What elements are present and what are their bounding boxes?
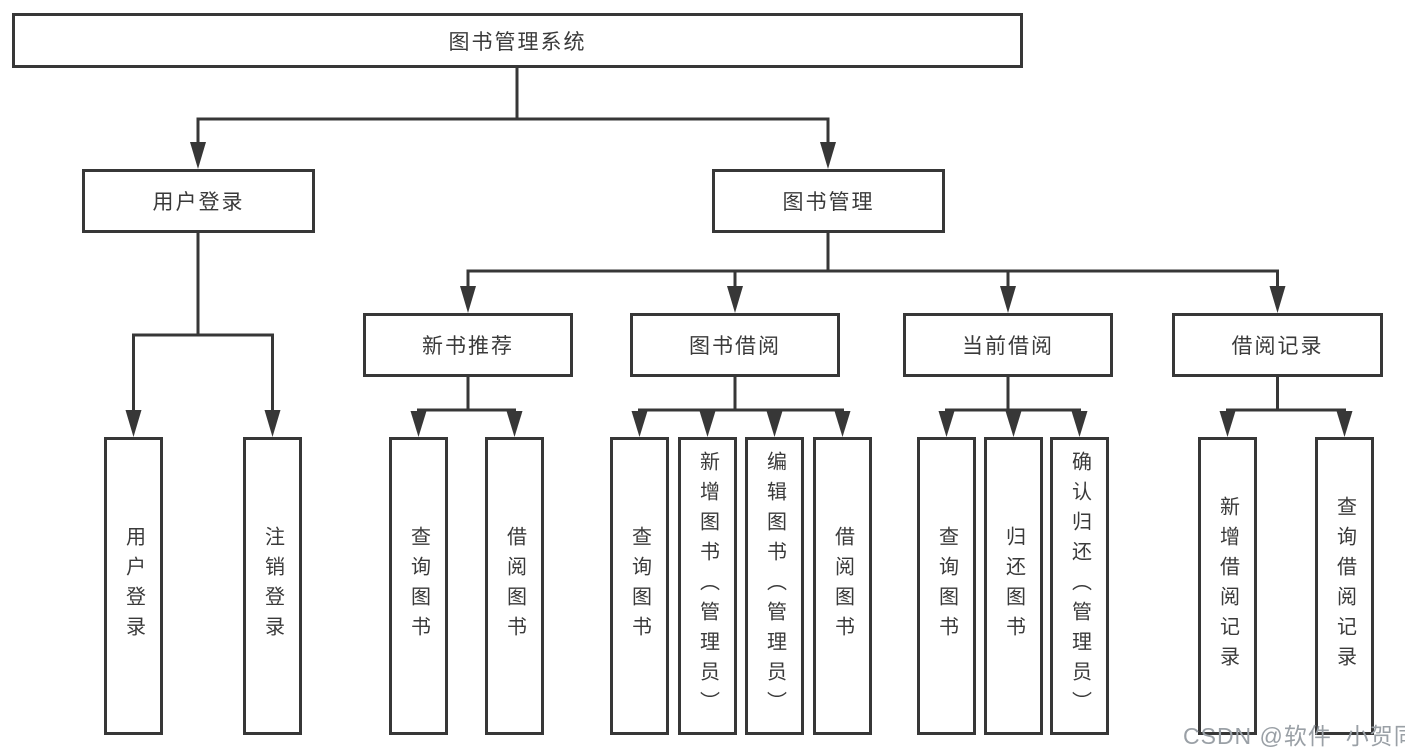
leaf-query-book-3: 查询图书 <box>917 437 976 735</box>
node-book-borrow-label: 图书借阅 <box>689 335 781 358</box>
node-root: 图书管理系统 <box>12 13 1023 68</box>
leaf-user-login-label: 用户登录 <box>122 526 145 646</box>
watermark: CSDN @软件_小贺同学 <box>1183 723 1405 747</box>
node-user-login-label: 用户登录 <box>152 191 245 214</box>
arrowhead <box>1336 411 1353 437</box>
arrowhead <box>766 411 783 437</box>
leaf-query-book-1-label: 查询图书 <box>407 526 430 646</box>
arrowhead <box>938 411 955 437</box>
arrowhead <box>820 142 836 169</box>
node-book-management-label: 图书管理 <box>782 191 875 214</box>
leaf-add-borrow-record: 新增借阅记录 <box>1198 437 1257 735</box>
node-borrow-record: 借阅记录 <box>1172 313 1383 377</box>
arrowhead <box>727 286 743 313</box>
leaf-query-book-2-label: 查询图书 <box>628 526 651 646</box>
node-new-book-recommend-label: 新书推荐 <box>422 335 514 358</box>
leaf-return-book: 归还图书 <box>984 437 1043 735</box>
leaf-borrow-book-1: 借阅图书 <box>485 437 544 735</box>
leaf-borrow-book-1-label: 借阅图书 <box>503 526 526 646</box>
leaf-query-borrow-record-label: 查询借阅记录 <box>1333 496 1356 676</box>
arrowhead <box>631 411 648 437</box>
leaf-query-book-3-label: 查询图书 <box>935 526 958 646</box>
arrowhead <box>460 286 476 313</box>
arrowhead <box>506 411 523 437</box>
node-current-borrow-label: 当前借阅 <box>962 335 1054 358</box>
leaf-logout-label: 注销登录 <box>261 526 284 646</box>
leaf-add-book-admin: 新增图书（管理员） <box>678 437 737 735</box>
arrowhead <box>1269 286 1286 313</box>
leaf-confirm-return-admin-label: 确认归还（管理员） <box>1068 451 1091 721</box>
node-borrow-record-label: 借阅记录 <box>1231 335 1324 358</box>
leaf-confirm-return-admin: 确认归还（管理员） <box>1050 437 1109 735</box>
leaf-query-book-1: 查询图书 <box>389 437 448 735</box>
leaf-add-book-admin-label: 新增图书（管理员） <box>696 451 719 721</box>
node-book-management: 图书管理 <box>712 169 945 233</box>
leaf-return-book-label: 归还图书 <box>1002 526 1025 646</box>
arrowhead <box>1000 286 1016 313</box>
arrowhead <box>190 142 206 169</box>
leaf-query-book-2: 查询图书 <box>610 437 669 735</box>
leaf-query-borrow-record: 查询借阅记录 <box>1315 437 1374 735</box>
leaf-logout: 注销登录 <box>243 437 302 735</box>
arrowhead <box>1005 411 1022 437</box>
node-current-borrow: 当前借阅 <box>903 313 1113 377</box>
node-new-book-recommend: 新书推荐 <box>363 313 573 377</box>
arrowhead <box>834 411 851 437</box>
leaf-borrow-book-2: 借阅图书 <box>813 437 872 735</box>
arrowhead <box>264 410 281 437</box>
arrowhead <box>125 410 142 437</box>
leaf-add-borrow-record-label: 新增借阅记录 <box>1216 496 1239 676</box>
node-root-label: 图书管理系统 <box>448 30 587 54</box>
leaf-borrow-book-2-label: 借阅图书 <box>831 526 854 646</box>
leaf-edit-book-admin-label: 编辑图书（管理员） <box>763 451 786 721</box>
arrowhead <box>1071 411 1088 437</box>
node-book-borrow: 图书借阅 <box>630 313 840 377</box>
arrowhead <box>699 411 716 437</box>
arrowhead <box>410 411 427 437</box>
node-user-login: 用户登录 <box>82 169 315 233</box>
arrowhead <box>1219 411 1236 437</box>
leaf-user-login: 用户登录 <box>104 437 163 735</box>
leaf-edit-book-admin: 编辑图书（管理员） <box>745 437 804 735</box>
